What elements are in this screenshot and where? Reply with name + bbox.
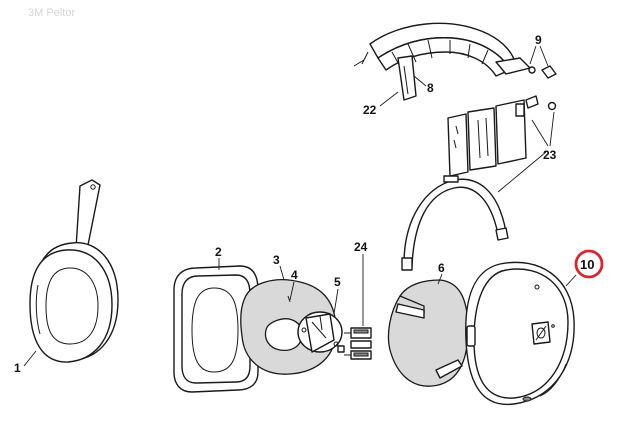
leader-23c bbox=[497, 151, 547, 193]
callout-1: 1 bbox=[14, 361, 21, 375]
logo-mark bbox=[536, 327, 546, 339]
headband-wire-bands bbox=[401, 175, 509, 271]
speaker-lines bbox=[311, 315, 327, 339]
outer-shell-edge-line bbox=[539, 363, 567, 397]
ear-cup-band-clip bbox=[35, 284, 41, 335]
leader-1 bbox=[23, 350, 37, 367]
assembled-ear-cup bbox=[29, 179, 119, 363]
callout-8: 8 bbox=[427, 81, 434, 95]
speaker-tab bbox=[337, 345, 345, 353]
leader-23b bbox=[549, 111, 555, 147]
cushion-inner-ring bbox=[181, 274, 251, 384]
arm-rivet bbox=[90, 184, 96, 190]
ear-cup-cushion-front bbox=[29, 249, 113, 363]
ear-cup-cushion-opening bbox=[45, 267, 99, 345]
connector-b bbox=[350, 340, 372, 349]
outer-shell-port bbox=[522, 396, 532, 402]
end-cap-2 bbox=[541, 65, 557, 79]
leader-9b bbox=[539, 45, 549, 67]
connector-set bbox=[344, 327, 372, 360]
outer-shell-face bbox=[473, 268, 569, 399]
leader-9a bbox=[529, 45, 537, 65]
callout-3: 3 bbox=[273, 253, 280, 267]
headband-strap-slot bbox=[403, 65, 409, 95]
foam-disc-body bbox=[387, 279, 469, 387]
end-cap-1 bbox=[528, 66, 536, 74]
speaker-dot-2 bbox=[333, 341, 339, 347]
strap-screw bbox=[547, 101, 557, 111]
leader-10 bbox=[565, 274, 577, 287]
callout-22: 22 bbox=[363, 103, 377, 117]
connector-c-pins bbox=[353, 352, 369, 357]
leader-4 bbox=[289, 281, 295, 301]
strap-clip bbox=[525, 95, 539, 109]
strap-left-marks bbox=[453, 125, 459, 149]
cushion-opening bbox=[191, 287, 239, 373]
highlight-ring bbox=[574, 249, 604, 279]
wire-band-right-foot bbox=[495, 227, 509, 241]
logo-reg-mark bbox=[551, 324, 555, 328]
headband-assembly bbox=[353, 22, 557, 101]
watermark-text: 3M Peltor bbox=[28, 7, 75, 19]
side-strap-left bbox=[447, 113, 469, 177]
wire-band-left-foot bbox=[401, 257, 413, 271]
leader-8 bbox=[413, 75, 427, 87]
ear-cushion bbox=[173, 265, 259, 393]
headband-top-inner bbox=[377, 37, 511, 77]
callout-23: 23 bbox=[543, 148, 557, 162]
wire-band-arch bbox=[403, 178, 507, 267]
strap-mid-slots bbox=[477, 117, 489, 159]
foam-disc-slot-top bbox=[395, 303, 425, 319]
inner-foam-disc bbox=[387, 279, 469, 387]
leader-5 bbox=[333, 288, 339, 315]
leader-3 bbox=[279, 265, 285, 281]
side-strap-set bbox=[447, 95, 557, 177]
outer-shell-screw bbox=[534, 284, 540, 290]
callout-4: 4 bbox=[291, 268, 298, 282]
logo-slash bbox=[535, 325, 547, 341]
speaker-element bbox=[297, 311, 345, 353]
foam-disc-slot-bottom bbox=[435, 359, 463, 379]
headband-ribs bbox=[391, 39, 489, 71]
callout-5: 5 bbox=[334, 275, 341, 289]
outer-cup-shell bbox=[465, 261, 575, 406]
callout-2: 2 bbox=[215, 245, 222, 259]
callout-10: 10 bbox=[580, 257, 594, 272]
strap-buckle bbox=[515, 103, 525, 117]
leader-22 bbox=[379, 91, 399, 107]
callout-6: 6 bbox=[438, 261, 445, 275]
speaker-dot-1 bbox=[301, 327, 307, 333]
callout-24: 24 bbox=[354, 240, 368, 254]
leader-23a bbox=[531, 119, 549, 147]
leader-6 bbox=[437, 273, 443, 285]
ear-cup-arm bbox=[75, 179, 101, 249]
headband-inner-strap bbox=[397, 55, 417, 101]
callout-9: 9 bbox=[535, 33, 542, 47]
wire-band-center-clip bbox=[443, 175, 459, 183]
headband-left-hook bbox=[353, 51, 369, 67]
side-strap-mid bbox=[467, 107, 497, 171]
outer-shell-latch bbox=[466, 325, 476, 347]
pin-mark bbox=[287, 295, 291, 303]
connector-a-pins bbox=[353, 329, 369, 334]
